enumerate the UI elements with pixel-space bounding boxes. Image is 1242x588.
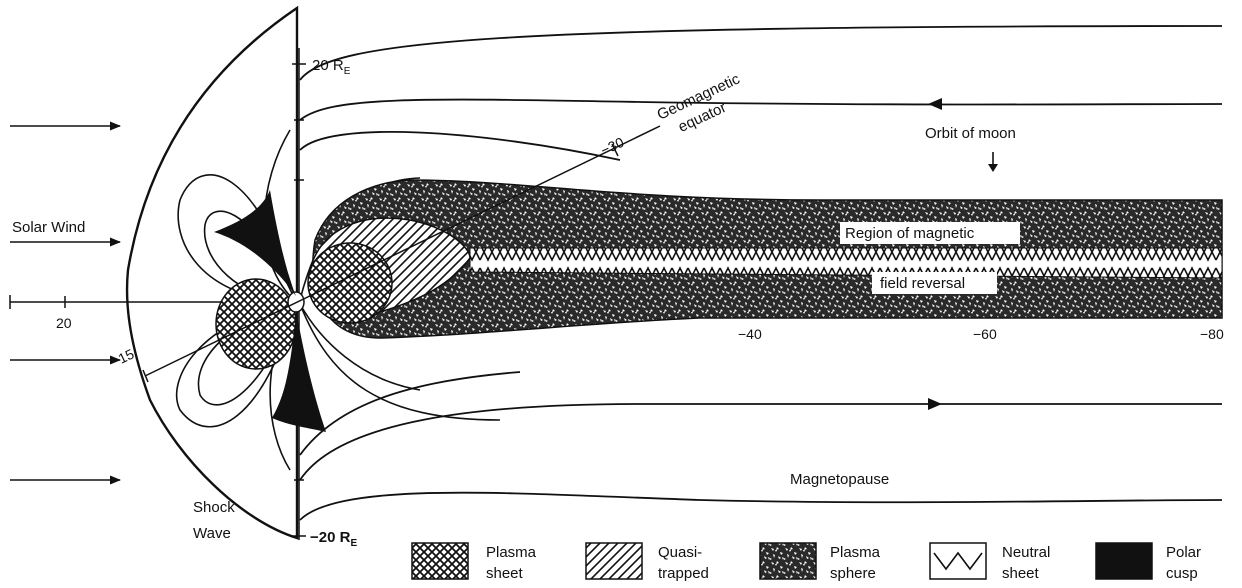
shock-wave-label-line1: Shock	[193, 499, 235, 516]
legend-label-line1: Polar	[1166, 544, 1201, 561]
legend-item-polar-cusp: Polar cusp	[1096, 543, 1201, 582]
shock-wave-curve	[127, 8, 297, 538]
plasma-sheet-tail-region	[308, 243, 392, 323]
orbit-of-moon-label: Orbit of moon	[925, 125, 1016, 142]
re-top-label: 20 RE	[312, 57, 351, 77]
solid-swatch-icon	[1096, 543, 1152, 579]
speckle-swatch-icon	[760, 543, 816, 579]
legend-item-neutral-sheet: Neutral sheet	[930, 543, 1050, 582]
solar-wind-label: Solar Wind	[12, 219, 85, 236]
region-label-line1: Region of magnetic	[845, 225, 975, 242]
legend-label-line2: trapped	[658, 565, 709, 582]
legend-label-line1: Quasi-	[658, 544, 702, 561]
geomagnetic-equator-label: Geomagnetic equator	[655, 70, 752, 141]
tick-minus-40: −40	[738, 326, 762, 342]
tick-20: 20	[56, 315, 72, 331]
shock-wave-label-line2: Wave	[193, 525, 231, 542]
legend-label-line1: Plasma	[486, 544, 537, 561]
region-label-line2: field reversal	[880, 275, 965, 292]
legend-label-line1: Plasma	[830, 544, 881, 561]
zigzag-swatch-icon	[930, 543, 986, 579]
legend-item-plasma-sphere: Plasma sphere	[760, 543, 881, 582]
legend-label-line2: cusp	[1166, 565, 1198, 582]
legend: Plasma sheet Quasi- trapped Plasma spher…	[412, 543, 1201, 582]
legend-item-plasma-sheet: Plasma sheet	[412, 543, 537, 582]
magnetopause-label: Magnetopause	[790, 471, 889, 488]
legend-label-line2: sheet	[1002, 565, 1040, 582]
legend-label-line2: sheet	[486, 565, 524, 582]
tick-minus-30: −30	[598, 134, 626, 159]
crosshatch-swatch-icon	[412, 543, 468, 579]
diagonal-hatch-swatch-icon	[586, 543, 642, 579]
tick-minus-60: −60	[973, 326, 997, 342]
plasma-sheet-sunward-region	[216, 279, 296, 369]
legend-label-line1: Neutral	[1002, 544, 1050, 561]
legend-item-quasi-trapped: Quasi- trapped	[586, 543, 709, 582]
orbit-moon-arrow	[988, 152, 998, 172]
re-bottom-label: −20 RE	[310, 529, 357, 549]
tick-minus-80: −80	[1200, 326, 1224, 342]
legend-label-line2: sphere	[830, 565, 876, 582]
